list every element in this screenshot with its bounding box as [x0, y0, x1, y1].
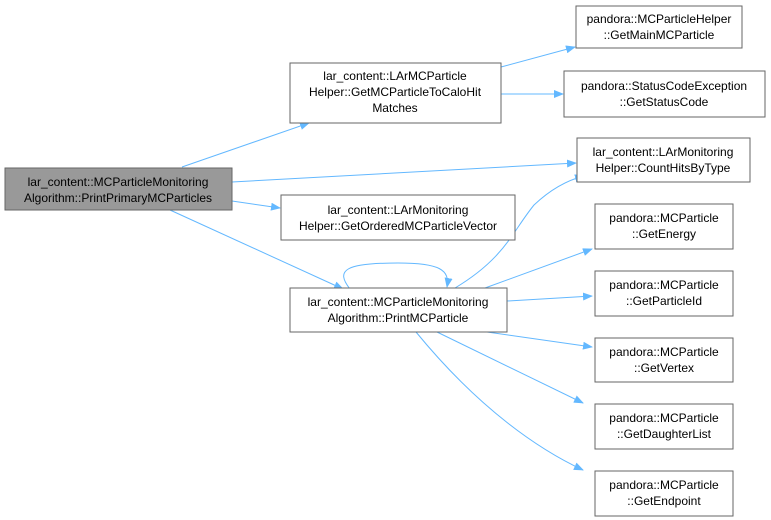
- edge-root-to-getmctocalo: [181, 122, 310, 168]
- node-get-ordered-mcparticle-vector[interactable]: lar_content::LArMonitoring Helper::GetOr…: [280, 194, 516, 241]
- node-get-endpoint[interactable]: pandora::MCParticle ::GetEndpoint: [594, 470, 734, 517]
- edge-printmc-to-counthits: [454, 174, 585, 289]
- node-label-line1: pandora::StatusCodeException: [581, 79, 747, 93]
- node-label-line1: pandora::MCParticleHelper: [587, 12, 732, 26]
- node-print-primary-mcparticles[interactable]: lar_content::MCParticleMonitoring Algori…: [4, 167, 233, 211]
- node-count-hits-by-type[interactable]: lar_content::LArMonitoring Helper::Count…: [576, 137, 751, 183]
- edge-printmc-to-energy: [484, 248, 593, 289]
- node-get-main-mcparticle[interactable]: pandora::MCParticleHelper ::GetMainMCPar…: [575, 5, 743, 49]
- node-label-line2: ::GetParticleId: [626, 294, 702, 308]
- node-print-mcparticle[interactable]: lar_content::MCParticleMonitoring Algori…: [289, 287, 508, 333]
- node-label-line2: Helper::GetMCParticleToCaloHit: [309, 85, 482, 99]
- edge-printmc-to-particleid: [506, 292, 593, 302]
- edge-root-to-getordered: [231, 200, 281, 211]
- node-label-line2: ::GetEndpoint: [627, 494, 701, 508]
- edge-printmc-to-daughter: [436, 331, 584, 404]
- node-label-line2: ::GetMainMCParticle: [604, 28, 715, 42]
- node-label-line1: pandora::MCParticle: [609, 411, 719, 425]
- node-label-line2: ::GetDaughterList: [617, 427, 712, 441]
- node-label-line2: ::GetStatusCode: [620, 95, 709, 109]
- node-get-vertex[interactable]: pandora::MCParticle ::GetVertex: [594, 337, 734, 383]
- node-label-line2: Algorithm::PrintPrimaryMCParticles: [24, 191, 212, 205]
- node-get-status-code[interactable]: pandora::StatusCodeException ::GetStatus…: [563, 70, 766, 118]
- edge-getmctocalo-to-getmain: [500, 45, 576, 68]
- node-label-line1: lar_content::LArMonitoring: [593, 145, 734, 159]
- edge-root-to-printmc: [169, 209, 344, 290]
- edge-printmc-to-vertex: [486, 331, 593, 350]
- edge-printmc-self: [343, 262, 453, 290]
- node-label-line1: lar_content::MCParticleMonitoring: [28, 175, 209, 189]
- node-get-daughter-list[interactable]: pandora::MCParticle ::GetDaughterList: [594, 403, 734, 450]
- node-label-line3: Matches: [372, 101, 417, 115]
- node-label-line1: lar_content::MCParticleMonitoring: [308, 295, 489, 309]
- node-label-line2: Algorithm::PrintMCParticle: [328, 311, 469, 325]
- node-get-energy[interactable]: pandora::MCParticle ::GetEnergy: [594, 203, 734, 250]
- node-label-line1: pandora::MCParticle: [609, 278, 719, 292]
- node-label-line2: Helper::GetOrderedMCParticleVector: [299, 219, 497, 233]
- edge-printmc-to-endpoint: [415, 331, 584, 471]
- node-get-particle-id[interactable]: pandora::MCParticle ::GetParticleId: [594, 270, 734, 317]
- edge-root-to-counthits: [231, 159, 577, 183]
- node-label-line1: lar_content::LArMCParticle: [323, 69, 467, 83]
- node-label-line2: ::GetVertex: [634, 361, 694, 375]
- node-label-line1: lar_content::LArMonitoring: [328, 203, 469, 217]
- node-label-line1: pandora::MCParticle: [609, 211, 719, 225]
- edges: [169, 45, 593, 471]
- node-label-line1: pandora::MCParticle: [609, 345, 719, 359]
- node-get-mcparticle-to-calohit-matches[interactable]: lar_content::LArMCParticle Helper::GetMC…: [289, 62, 502, 124]
- node-label-line2: Helper::CountHitsByType: [596, 161, 731, 175]
- node-label-line1: pandora::MCParticle: [609, 478, 719, 492]
- node-label-line2: ::GetEnergy: [632, 227, 696, 241]
